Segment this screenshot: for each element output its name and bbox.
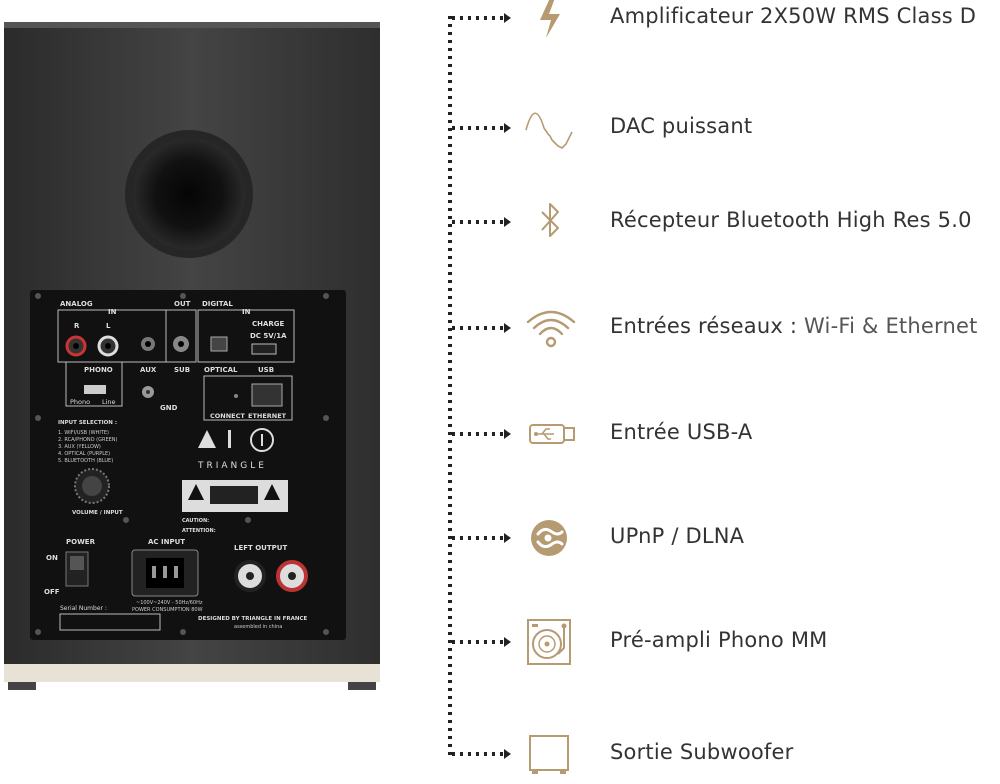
svg-text:DESIGNED BY TRIANGLE IN FRANCE: DESIGNED BY TRIANGLE IN FRANCE — [198, 616, 308, 622]
svg-text:DC 5V/1A: DC 5V/1A — [250, 332, 287, 340]
waveform-icon — [525, 112, 573, 149]
svg-text:OPTICAL: OPTICAL — [204, 366, 238, 374]
svg-text:OUT: OUT — [174, 300, 191, 308]
svg-text:ETHERNET: ETHERNET — [248, 412, 287, 420]
svg-text:~100V~240V - 50Hz/60Hz: ~100V~240V - 50Hz/60Hz — [136, 600, 203, 606]
svg-text:CHARGE: CHARGE — [252, 320, 285, 328]
usb-stick-icon — [529, 424, 575, 444]
svg-text:ATTENTION:: ATTENTION: — [182, 528, 216, 534]
svg-text:L: L — [106, 322, 111, 330]
svg-text:IN: IN — [108, 308, 117, 316]
svg-text:1. WIFI/USB (WHITE): 1. WIFI/USB (WHITE) — [58, 430, 109, 436]
svg-text:5. BLUETOOTH (BLUE): 5. BLUETOOTH (BLUE) — [58, 458, 113, 464]
feature-item-subwoofer: Sortie Subwoofer — [446, 724, 1000, 784]
svg-text:2. RCA/PHONO (GREEN): 2. RCA/PHONO (GREEN) — [58, 437, 118, 443]
svg-text:AUX: AUX — [140, 366, 157, 374]
feature-item-bluetooth: Récepteur Bluetooth High Res 5.0 — [446, 192, 1000, 252]
feature-label: DAC puissant — [610, 114, 753, 138]
svg-text:assembled in china: assembled in china — [234, 624, 282, 630]
feature-label: Entrées réseaux : Wi-Fi & Ethernet — [610, 314, 978, 338]
svg-text:CONNECT: CONNECT — [210, 412, 245, 420]
feature-item-dac: DAC puissant — [446, 98, 1000, 158]
svg-text:POWER CONSUMPTION 80W: POWER CONSUMPTION 80W — [132, 607, 203, 613]
feature-item-amplifier: Amplificateur 2X50W RMS Class D — [446, 0, 1000, 48]
svg-text:CAUTION:: CAUTION: — [182, 518, 209, 524]
upnp-icon — [531, 520, 567, 556]
svg-text:POWER: POWER — [66, 538, 96, 546]
feature-item-phono: Pré-ampli Phono MM — [446, 612, 1000, 672]
feature-label: Récepteur Bluetooth High Res 5.0 — [610, 208, 972, 232]
svg-text:INPUT SELECTION :: INPUT SELECTION : — [58, 420, 117, 426]
feature-list: Amplificateur 2X50W RMS Class D DAC puis… — [446, 0, 1000, 780]
svg-text:Serial Number :: Serial Number : — [60, 605, 107, 612]
svg-text:3. AUX (YELLOW): 3. AUX (YELLOW) — [58, 444, 101, 450]
svg-text:LEFT OUTPUT: LEFT OUTPUT — [234, 544, 287, 552]
feature-item-upnp: UPnP / DLNA — [446, 508, 1000, 568]
svg-text:Phono: Phono — [70, 398, 90, 406]
feature-label: Amplificateur 2X50W RMS Class D — [610, 4, 977, 28]
connector-dotted-line — [448, 16, 452, 756]
feature-label: Entrée USB-A — [610, 420, 753, 444]
subwoofer-icon — [529, 735, 569, 774]
connector-panel — [30, 290, 346, 640]
svg-text:ON: ON — [46, 554, 58, 562]
svg-text:OFF: OFF — [44, 588, 60, 596]
svg-text:SUB: SUB — [174, 366, 190, 374]
svg-text:Line: Line — [102, 398, 116, 406]
svg-text:AC INPUT: AC INPUT — [148, 538, 185, 546]
svg-text:IN: IN — [242, 308, 251, 316]
svg-text:R: R — [74, 322, 80, 330]
brand-label: TRIANGLE — [197, 461, 267, 471]
feature-label: UPnP / DLNA — [610, 524, 745, 548]
feature-item-usb: Entrée USB-A — [446, 404, 1000, 464]
svg-text:USB: USB — [258, 366, 274, 374]
svg-text:PHONO: PHONO — [84, 366, 113, 374]
wifi-icon — [526, 310, 576, 348]
turntable-icon — [527, 619, 571, 665]
feature-label: Sortie Subwoofer — [610, 740, 794, 764]
speaker-rear-view: ANALOG IN OUT DIGITAL IN R L CHARGE DC 5… — [4, 22, 380, 690]
svg-text:DIGITAL: DIGITAL — [202, 300, 233, 308]
svg-text:GND: GND — [160, 404, 178, 412]
feature-item-network: Entrées réseaux : Wi-Fi & Ethernet — [446, 298, 1000, 358]
svg-text:4. OPTICAL (PURPLE): 4. OPTICAL (PURPLE) — [58, 451, 110, 457]
speaker-base — [4, 664, 380, 682]
label-analog: ANALOG — [60, 300, 93, 308]
svg-text:VOLUME / INPUT: VOLUME / INPUT — [72, 510, 123, 516]
feature-label: Pré-ampli Phono MM — [610, 628, 828, 652]
bluetooth-icon — [541, 203, 559, 237]
lightning-icon — [540, 0, 560, 38]
